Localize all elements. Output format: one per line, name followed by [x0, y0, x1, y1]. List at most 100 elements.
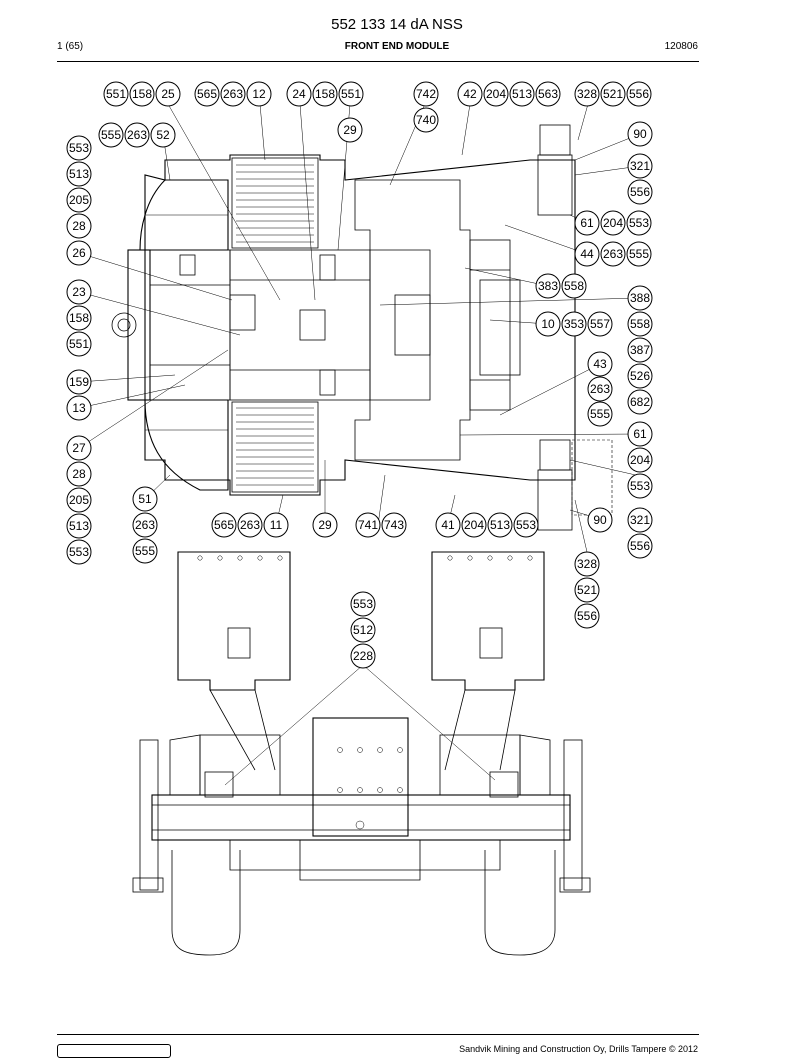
- svg-text:61: 61: [580, 216, 594, 230]
- callout-556: 556: [627, 179, 653, 205]
- module-name: FRONT END MODULE: [344, 41, 450, 52]
- callout-25: 25: [155, 81, 181, 107]
- svg-text:29: 29: [343, 123, 357, 137]
- svg-text:740: 740: [416, 113, 436, 127]
- callout-328: 328: [574, 81, 600, 107]
- callout-204: 204: [600, 210, 626, 236]
- svg-text:52: 52: [156, 128, 170, 142]
- callout-526: 526: [627, 363, 653, 389]
- svg-text:553: 553: [69, 545, 89, 559]
- svg-text:205: 205: [69, 493, 89, 507]
- svg-text:10: 10: [541, 317, 555, 331]
- svg-text:23: 23: [72, 285, 86, 299]
- callout-263: 263: [587, 376, 613, 402]
- callout-205: 205: [66, 187, 92, 213]
- svg-text:558: 558: [564, 279, 584, 293]
- svg-text:555: 555: [629, 247, 649, 261]
- svg-text:263: 263: [135, 518, 155, 532]
- callout-563: 563: [535, 81, 561, 107]
- svg-text:553: 553: [630, 479, 650, 493]
- svg-text:24: 24: [292, 87, 306, 101]
- svg-text:512: 512: [353, 623, 373, 637]
- leader-lines: [78, 103, 641, 786]
- callout-158: 158: [129, 81, 155, 107]
- svg-text:556: 556: [577, 609, 597, 623]
- callout-321: 321: [627, 507, 653, 533]
- callout-558: 558: [561, 273, 587, 299]
- svg-text:682: 682: [630, 395, 650, 409]
- radiator-grille-fins: [236, 164, 314, 486]
- callout-512: 512: [350, 617, 376, 643]
- callout-742: 742: [413, 81, 439, 107]
- svg-text:555: 555: [101, 128, 121, 142]
- svg-text:12: 12: [252, 87, 266, 101]
- svg-text:263: 263: [590, 382, 610, 396]
- callout-556: 556: [626, 81, 652, 107]
- svg-text:263: 263: [223, 87, 243, 101]
- callout-521: 521: [574, 577, 600, 603]
- svg-text:513: 513: [69, 167, 89, 181]
- callout-328: 328: [574, 551, 600, 577]
- callout-555: 555: [587, 401, 613, 427]
- callout-90: 90: [587, 507, 613, 533]
- svg-text:25: 25: [161, 87, 175, 101]
- callout-565: 565: [194, 81, 220, 107]
- svg-text:383: 383: [538, 279, 558, 293]
- callout-158: 158: [66, 305, 92, 331]
- svg-text:558: 558: [630, 317, 650, 331]
- svg-text:204: 204: [630, 453, 650, 467]
- svg-text:204: 204: [464, 518, 484, 532]
- svg-text:11: 11: [270, 518, 283, 532]
- callout-23: 23: [66, 279, 92, 305]
- svg-text:388: 388: [630, 291, 650, 305]
- svg-text:159: 159: [69, 375, 89, 389]
- svg-text:513: 513: [512, 87, 532, 101]
- svg-text:27: 27: [72, 441, 86, 455]
- callout-743: 743: [381, 512, 407, 538]
- svg-text:553: 553: [353, 597, 373, 611]
- callout-51: 51: [132, 486, 158, 512]
- svg-text:43: 43: [593, 357, 607, 371]
- callout-558: 558: [627, 311, 653, 337]
- footer-rule: [57, 1034, 699, 1035]
- callout-513: 513: [66, 161, 92, 187]
- copyright-text: Sandvik Mining and Construction Oy, Dril…: [459, 1044, 698, 1054]
- svg-text:328: 328: [577, 87, 597, 101]
- callout-43: 43: [587, 351, 613, 377]
- callout-682: 682: [627, 389, 653, 415]
- callout-11: 11: [263, 512, 289, 538]
- svg-text:158: 158: [315, 87, 335, 101]
- callout-263: 263: [600, 241, 626, 267]
- svg-text:90: 90: [633, 127, 647, 141]
- sandvik-logo: [57, 1044, 171, 1058]
- callout-553: 553: [66, 539, 92, 565]
- svg-text:158: 158: [69, 311, 89, 325]
- svg-text:29: 29: [318, 518, 332, 532]
- callout-52: 52: [150, 122, 176, 148]
- svg-text:41: 41: [441, 518, 455, 532]
- svg-text:555: 555: [135, 544, 155, 558]
- callout-263: 263: [124, 122, 150, 148]
- callout-556: 556: [627, 533, 653, 559]
- svg-text:263: 263: [603, 247, 623, 261]
- svg-text:513: 513: [69, 519, 89, 533]
- callout-204: 204: [483, 81, 509, 107]
- callout-44: 44: [574, 241, 600, 267]
- callout-556: 556: [574, 603, 600, 629]
- callout-513: 513: [509, 81, 535, 107]
- callout-555: 555: [132, 538, 158, 564]
- svg-text:551: 551: [106, 87, 126, 101]
- svg-text:743: 743: [384, 518, 404, 532]
- callout-513: 513: [487, 512, 513, 538]
- callout-29: 29: [312, 512, 338, 538]
- callout-263: 263: [220, 81, 246, 107]
- callout-28: 28: [66, 461, 92, 487]
- svg-text:556: 556: [630, 539, 650, 553]
- callout-13: 13: [66, 395, 92, 421]
- svg-text:28: 28: [72, 219, 86, 233]
- callout-383: 383: [535, 273, 561, 299]
- svg-text:158: 158: [132, 87, 152, 101]
- callout-159: 159: [66, 369, 92, 395]
- callout-565: 565: [211, 512, 237, 538]
- svg-text:551: 551: [69, 337, 89, 351]
